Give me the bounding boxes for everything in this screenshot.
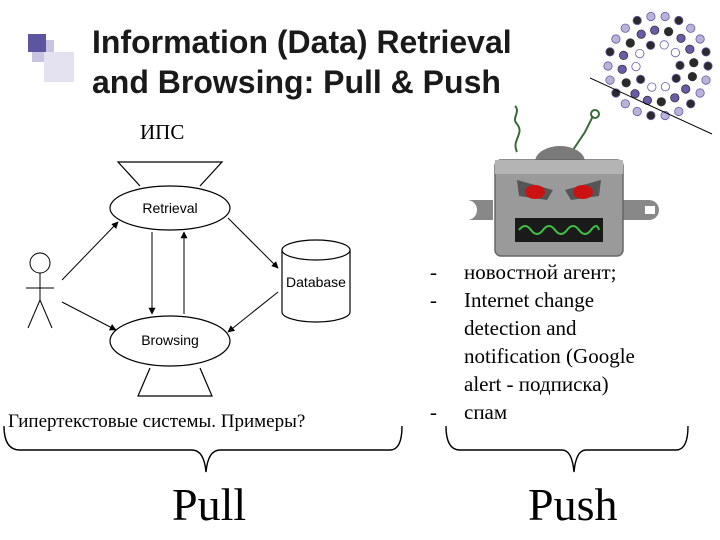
hypertext-caption: Гипертекстовые системы. Примеры? (8, 411, 306, 432)
decorative-dot (701, 75, 711, 85)
decorative-dot (686, 23, 696, 33)
decorative-dot (686, 99, 696, 109)
decorative-dot (650, 25, 660, 35)
decorative-squares (28, 34, 74, 82)
decorative-dot (689, 58, 699, 68)
decorative-dot (701, 47, 711, 57)
browsing-node (109, 315, 231, 367)
push-item-text: спам (464, 400, 508, 424)
push-list-item: - новостной агент; (430, 258, 714, 286)
robot-illustration (463, 105, 659, 257)
decorative-dot (681, 84, 691, 94)
database-cylinder (281, 239, 351, 323)
arrow-user-to-retrieval (61, 221, 119, 281)
decorative-dot (620, 99, 630, 109)
decorative-dot (625, 38, 635, 48)
title-line-1: Information (Data) Retrieval (92, 24, 512, 60)
decorative-dot-circle (590, 11, 713, 135)
decorative-dot (687, 72, 698, 82)
decorative-dot (656, 97, 666, 107)
title-line-2: and Browsing: Pull & Push (92, 64, 501, 100)
decorative-dot (646, 110, 656, 121)
decorative-dot (664, 27, 674, 37)
decorative-dot (603, 61, 613, 71)
retrieval-node (109, 185, 231, 231)
decorative-dot (635, 48, 645, 59)
database-label: Database (286, 274, 346, 290)
decorative-dot (635, 74, 646, 85)
decorative-dot (695, 88, 705, 98)
retrieval-browsing-diagram: Retrieval Browsing Database (26, 161, 351, 397)
browsing-label: Browsing (141, 332, 199, 348)
decorative-dot (676, 33, 686, 43)
list-dash: - (430, 288, 437, 312)
push-brace (445, 425, 689, 473)
decorative-dot (617, 64, 627, 74)
decorative-dot (674, 106, 684, 117)
decorative-dot (695, 34, 705, 44)
decorative-dot (646, 11, 656, 22)
retrieval-top-loop (116, 161, 224, 187)
pull-label: Pull (172, 479, 247, 530)
push-item-text: Internet change detection and notificati… (464, 288, 635, 396)
decorative-dot (620, 23, 630, 33)
retrieval-label: Retrieval (142, 200, 197, 216)
decorative-dot (647, 82, 657, 92)
push-list-item: - Internet change detection and notifica… (430, 286, 714, 398)
browsing-bottom-loop (137, 367, 213, 397)
push-item-text: новостной агент; (464, 260, 617, 284)
arrow-user-to-browsing (61, 301, 117, 331)
slide-title: Information (Data) Retrieval and Browsin… (92, 22, 612, 102)
decorative-dot (660, 11, 670, 22)
push-list-item: - спам (430, 398, 714, 426)
arrow-database-to-browsing (227, 291, 279, 333)
push-list: - новостной агент; - Internet change det… (430, 258, 714, 426)
decorative-dot (630, 89, 640, 99)
pull-brace (3, 425, 403, 473)
decorative-dot (675, 60, 685, 71)
list-dash: - (430, 400, 437, 424)
decorative-dot (632, 15, 642, 26)
decorative-dot (670, 47, 681, 58)
push-label: Push (528, 479, 618, 530)
decorative-dot (660, 82, 671, 92)
decorative-dot (645, 40, 656, 50)
decorative-dot (659, 40, 669, 50)
decorative-dot (605, 75, 615, 85)
decorative-dot (621, 78, 631, 88)
arrow-retrieval-to-database (227, 217, 279, 269)
decorative-dot (636, 29, 646, 39)
decorative-dot (670, 93, 680, 103)
decorative-dot (703, 61, 713, 71)
user-figure (26, 252, 54, 329)
decorative-dot (685, 44, 695, 54)
decorative-dot (671, 73, 681, 84)
ips-label: ИПС (140, 120, 185, 144)
decorative-dot (618, 50, 629, 61)
decorative-line (590, 77, 713, 135)
list-dash: - (430, 260, 437, 284)
decorative-dot (674, 15, 684, 26)
decorative-dot (632, 106, 642, 117)
decorative-dot (605, 47, 615, 57)
decorative-dot (611, 34, 621, 44)
decorative-dot (631, 61, 641, 72)
